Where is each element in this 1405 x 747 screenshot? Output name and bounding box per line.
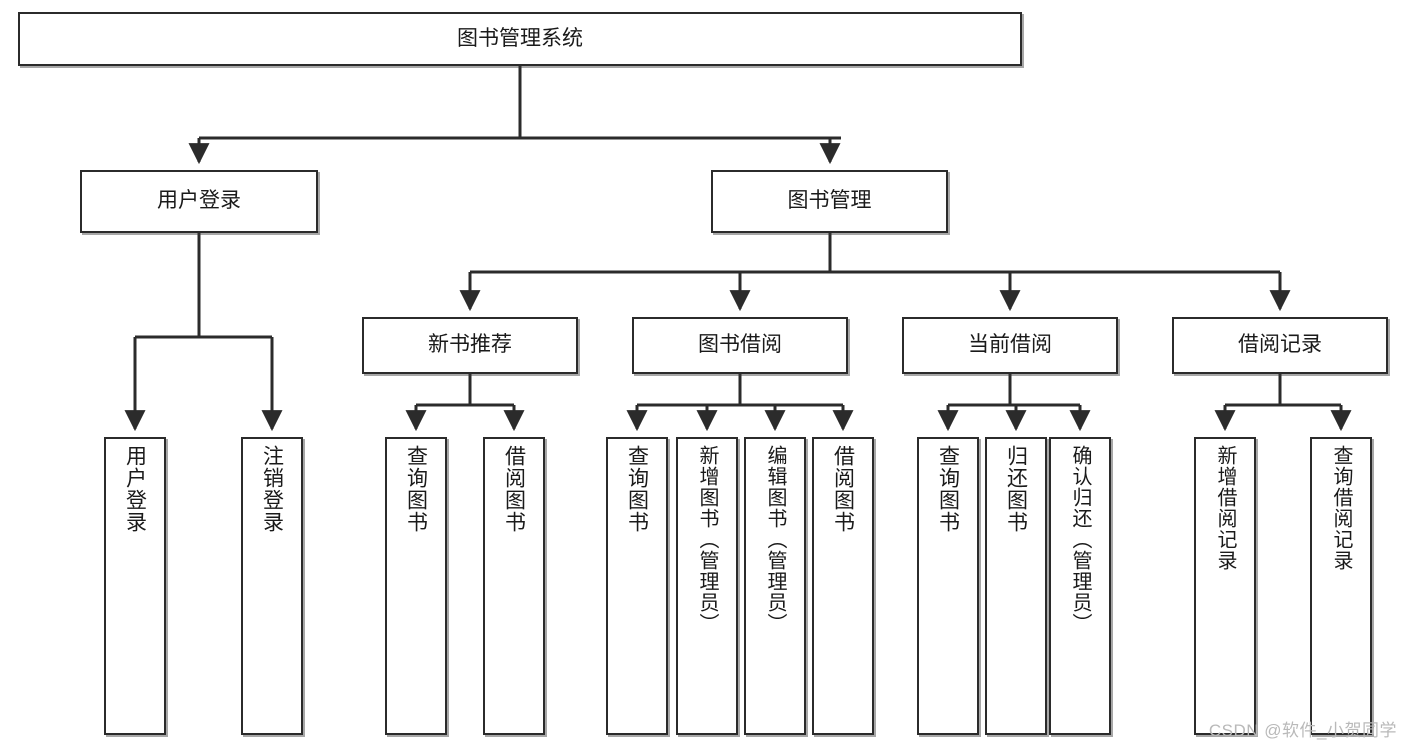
node-level1-user-login-label: 用户登录	[157, 189, 241, 213]
node-leaf-borrow-book-recommend[interactable]: 借阅图书	[483, 437, 545, 735]
node-root[interactable]: 图书管理系统	[18, 12, 1022, 66]
node-leaf-logout[interactable]: 注销登录	[241, 437, 303, 735]
node-leaf-add-book-admin[interactable]: 新增图书（管理员）	[676, 437, 738, 735]
node-leaf-user-login-label: 用户登录	[123, 445, 147, 533]
node-level2-new-book-recommend-label: 新书推荐	[428, 333, 512, 357]
node-level2-book-borrow[interactable]: 图书借阅	[632, 317, 848, 374]
node-level2-new-book-recommend[interactable]: 新书推荐	[362, 317, 578, 374]
watermark: CSDN @软件_小贺同学	[1208, 721, 1397, 740]
node-leaf-query-book-current[interactable]: 查询图书	[917, 437, 979, 735]
node-leaf-borrow-book-label: 借阅图书	[831, 445, 855, 533]
node-leaf-query-book-borrow-label: 查询图书	[625, 445, 649, 533]
node-leaf-edit-book-admin[interactable]: 编辑图书（管理员）	[744, 437, 806, 735]
node-leaf-return-book-label: 归还图书	[1004, 445, 1028, 533]
node-leaf-return-book[interactable]: 归还图书	[985, 437, 1047, 735]
node-leaf-confirm-return-admin[interactable]: 确认归还（管理员）	[1049, 437, 1111, 735]
node-level2-borrow-record[interactable]: 借阅记录	[1172, 317, 1388, 374]
node-leaf-query-book-current-label: 查询图书	[936, 445, 960, 533]
node-level1-book-management[interactable]: 图书管理	[711, 170, 948, 233]
node-leaf-add-book-admin-label: 新增图书（管理员）	[696, 445, 718, 634]
node-level2-book-borrow-label: 图书借阅	[698, 333, 782, 357]
node-leaf-query-borrow-record[interactable]: 查询借阅记录	[1310, 437, 1372, 735]
node-leaf-add-borrow-record[interactable]: 新增借阅记录	[1194, 437, 1256, 735]
node-leaf-logout-label: 注销登录	[260, 445, 284, 533]
node-leaf-query-borrow-record-label: 查询借阅记录	[1330, 445, 1352, 571]
node-leaf-borrow-book[interactable]: 借阅图书	[812, 437, 874, 735]
node-level1-user-login[interactable]: 用户登录	[80, 170, 318, 233]
node-leaf-edit-book-admin-label: 编辑图书（管理员）	[764, 445, 786, 634]
node-leaf-add-borrow-record-label: 新增借阅记录	[1214, 445, 1236, 571]
node-level2-current-borrow-label: 当前借阅	[968, 333, 1052, 357]
node-root-label: 图书管理系统	[457, 26, 583, 50]
node-leaf-query-book-recommend[interactable]: 查询图书	[385, 437, 447, 735]
node-level2-borrow-record-label: 借阅记录	[1238, 333, 1322, 357]
node-level1-book-management-label: 图书管理	[787, 189, 872, 213]
node-leaf-borrow-book-recommend-label: 借阅图书	[502, 445, 526, 533]
node-level2-current-borrow[interactable]: 当前借阅	[902, 317, 1118, 374]
node-leaf-confirm-return-admin-label: 确认归还（管理员）	[1069, 445, 1091, 634]
node-leaf-user-login[interactable]: 用户登录	[104, 437, 166, 735]
node-leaf-query-book-recommend-label: 查询图书	[404, 445, 428, 533]
node-leaf-query-book-borrow[interactable]: 查询图书	[606, 437, 668, 735]
